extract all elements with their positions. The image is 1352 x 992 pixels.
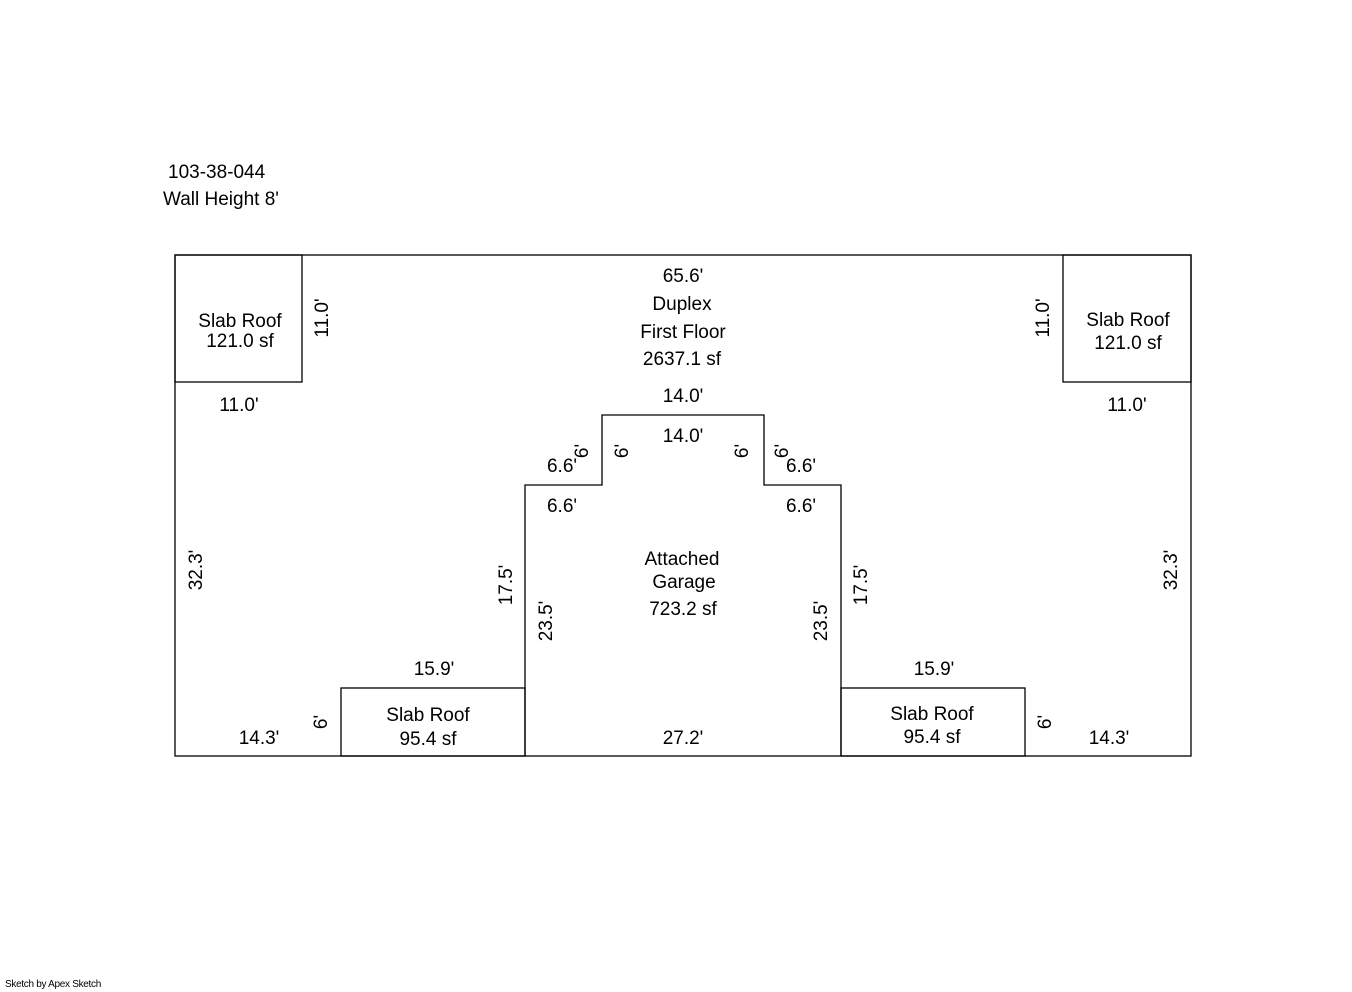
slab-bl-name: Slab Roof [386,705,470,726]
dim-step-left-outer-h: 6.6' [547,456,577,477]
sketch-credit: Sketch by Apex Sketch [5,979,101,990]
slab-roof-top-left-outline [174,254,303,383]
slab-roof-top-right-outline [1062,254,1192,383]
dim-garage-top-outer: 14.0' [663,386,704,407]
garage-name-line2: Garage [652,572,715,593]
garage-area: 723.2 sf [649,599,717,620]
dim-step-right-inner-h: 6.6' [786,496,816,517]
dim-garage-right-inner: 23.5' [811,601,832,642]
duplex-name: Duplex [652,294,712,315]
dim-slab-tr-side: 11.0' [1033,298,1054,337]
dim-step-right-inner-v: 6' [732,444,753,458]
duplex-floor: First Floor [640,322,726,343]
slab-tl-name: Slab Roof [198,311,282,332]
dim-slab-bl-top: 15.9' [414,659,455,680]
dim-garage-left-outer: 17.5' [496,565,517,606]
dim-garage-right-outer: 17.5' [851,565,872,606]
slab-br-name: Slab Roof [890,704,974,725]
parcel-id: 103-38-044 [168,162,266,183]
dim-slab-tr-bottom: 11.0' [1107,395,1146,416]
duplex-outline [174,254,1192,757]
dim-slab-tl-bottom: 11.0' [219,395,258,416]
slab-tr-area: 121.0 sf [1094,333,1162,354]
dim-step-left-inner-v: 6' [612,444,633,458]
dim-garage-top-inner: 14.0' [663,426,704,447]
dim-step-left-outer-v: 6' [572,444,593,458]
wall-lines [174,254,1192,757]
dim-garage-left-inner: 23.5' [536,601,557,642]
garage-outline [524,414,842,756]
dim-garage-bottom: 27.2' [663,728,704,749]
slab-bl-area: 95.4 sf [399,729,457,750]
wall-height: Wall Height 8' [163,189,279,210]
dim-right: 32.3' [1161,550,1182,591]
garage-name-line1: Attached [645,549,720,570]
dim-slab-br-top: 15.9' [914,659,955,680]
dim-slab-bl-side: 6' [311,715,332,729]
dim-step-left-inner-h: 6.6' [547,496,577,517]
dim-slab-tl-side: 11.0' [312,298,333,337]
dim-top: 65.6' [663,266,704,287]
dim-bottom-left: 14.3' [239,728,280,749]
slab-br-area: 95.4 sf [903,727,961,748]
slab-tr-name: Slab Roof [1086,310,1170,331]
dim-bottom-right: 14.3' [1089,728,1130,749]
dim-slab-br-side: 6' [1035,715,1056,729]
dim-step-right-outer-v: 6' [772,444,793,458]
slab-tl-area: 121.0 sf [206,331,274,352]
duplex-area: 2637.1 sf [643,349,722,370]
dim-step-right-outer-h: 6.6' [786,456,816,477]
dim-left: 32.3' [186,550,207,591]
